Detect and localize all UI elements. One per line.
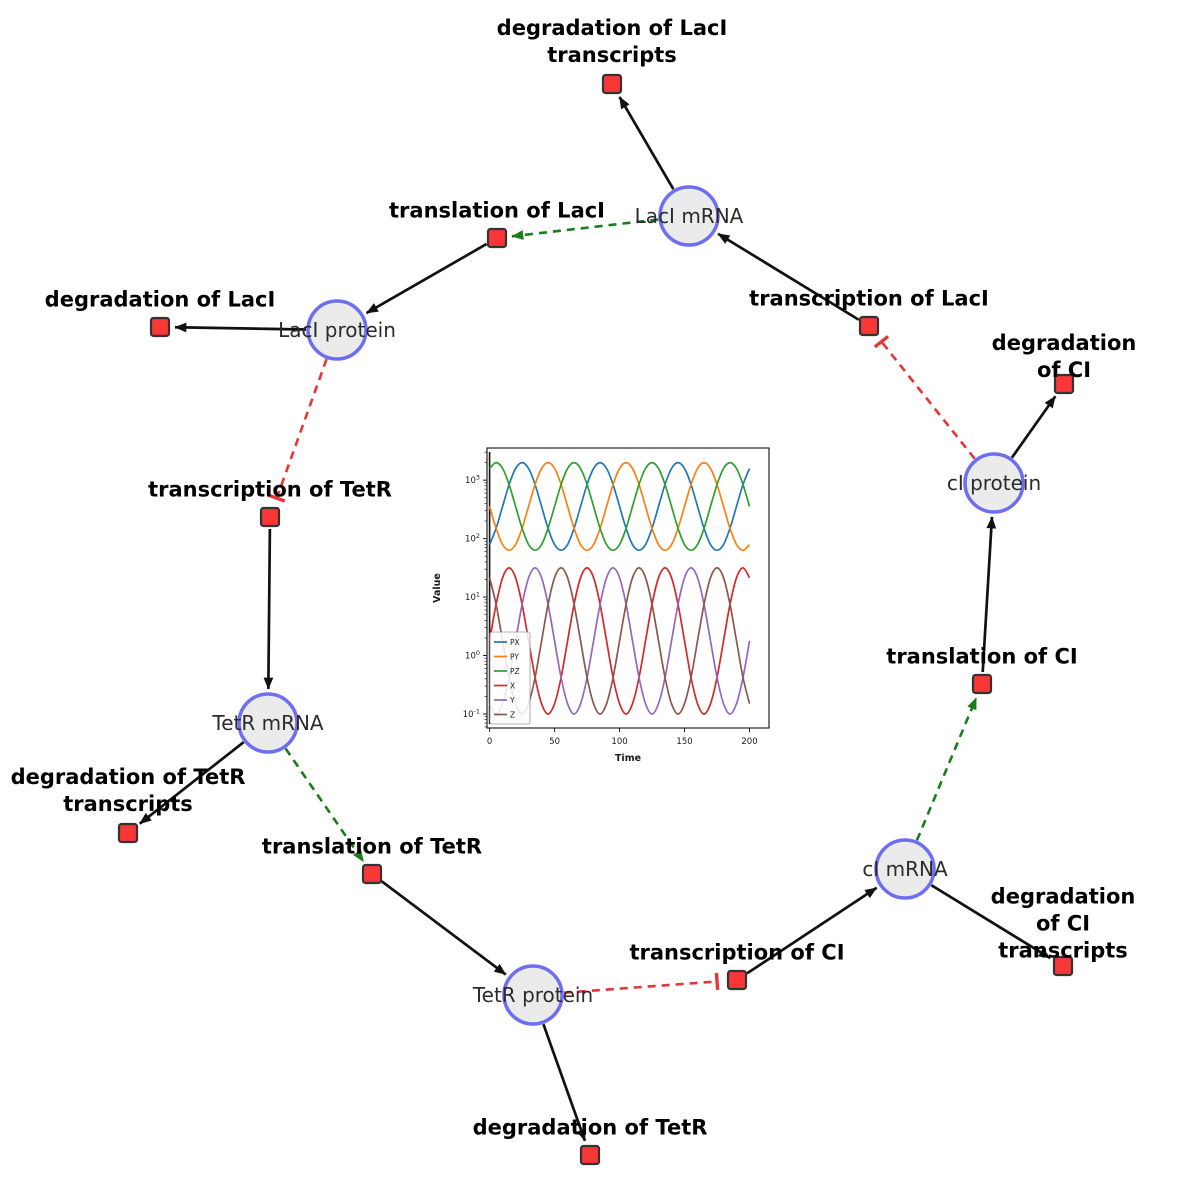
edge-inhibitor-laci_protein-to-transcription_tetr — [268, 358, 328, 503]
series-PZ — [488, 461, 751, 552]
svg-text:102: 102 — [465, 532, 480, 545]
legend-entry-X: X — [510, 681, 515, 690]
series-PY — [488, 461, 751, 552]
species-node-ci_protein — [963, 452, 1025, 514]
edge-product-transcription_ci-to-ci_mrna — [746, 886, 878, 975]
edge-product-translation_ci-to-ci_protein — [981, 516, 997, 673]
edge-reactant-laci_protein-to-deg_laci — [174, 322, 307, 333]
reaction-node-deg_tetr_transcripts — [117, 822, 139, 844]
edge-inhibitor-ci_protein-to-transcription_laci — [873, 335, 976, 460]
edge-modifier-ci_mrna-to-translation_ci — [915, 697, 978, 841]
legend-entry-Z: Z — [510, 710, 515, 719]
reaction-node-transcription_laci — [858, 315, 880, 337]
species-node-ci_mrna — [874, 838, 936, 900]
reaction-node-deg_laci — [149, 316, 171, 338]
svg-text:200: 200 — [741, 737, 757, 747]
reaction-node-translation_tetr — [361, 863, 383, 885]
reaction-node-deg_ci_transcripts — [1052, 955, 1074, 977]
reaction-node-deg_laci_transcripts — [601, 73, 623, 95]
species-node-tetr_mrna — [237, 692, 299, 754]
svg-text:101: 101 — [465, 591, 480, 604]
svg-text:50: 50 — [549, 737, 560, 747]
edge-reactant-tetr_mrna-to-deg_tetr_transcripts — [138, 741, 245, 825]
svg-text:103: 103 — [465, 474, 480, 487]
series-lines — [488, 461, 751, 715]
legend-entry-PY: PY — [510, 652, 519, 661]
reaction-node-deg_ci — [1053, 373, 1075, 395]
edge-product-transcription_laci-to-laci_mrna — [717, 232, 860, 321]
svg-text:10-1: 10-1 — [463, 707, 480, 720]
reaction-node-translation_laci — [486, 227, 508, 249]
series-Y — [488, 567, 751, 715]
edge-reactant-ci_mrna-to-deg_ci_transcripts — [930, 884, 1051, 960]
legend: PX PY PZ XYZ — [489, 631, 531, 725]
series-PX — [488, 461, 751, 552]
species-node-tetr_protein — [502, 964, 564, 1026]
edge-modifier-tetr_mrna-to-translation_tetr — [284, 747, 365, 863]
edge-modifier-laci_mrna-to-translation_laci — [511, 218, 659, 240]
y-axis-label: Value — [432, 573, 443, 603]
edge-product-translation_laci-to-laci_protein — [365, 242, 488, 315]
svg-text:100: 100 — [611, 737, 627, 747]
species-node-laci_protein — [306, 299, 368, 361]
reaction-node-transcription_tetr — [259, 506, 281, 528]
svg-text:150: 150 — [676, 737, 692, 747]
svg-text:0: 0 — [487, 737, 492, 747]
species-node-laci_mrna — [658, 185, 720, 247]
edge-product-transcription_tetr-to-tetr_mrna — [263, 528, 274, 690]
series-X — [488, 567, 751, 715]
edge-reactant-laci_mrna-to-deg_laci_transcripts — [618, 96, 675, 190]
edge-reactant-ci_protein-to-deg_ci — [1010, 395, 1057, 459]
series-Z — [488, 567, 751, 715]
reaction-node-transcription_ci — [726, 969, 748, 991]
x-axis-label: Time — [615, 753, 641, 764]
edge-inhibitor-tetr_protein-to-transcription_ci — [563, 972, 720, 995]
legend-entry-PZ: PZ — [510, 667, 520, 676]
edge-reactant-tetr_protein-to-deg_tetr — [542, 1023, 587, 1142]
svg-text:100: 100 — [465, 649, 480, 662]
reaction-node-translation_ci — [971, 673, 993, 695]
legend-entry-PX: PX — [510, 638, 520, 647]
edge-product-translation_tetr-to-tetr_protein — [380, 880, 507, 976]
legend-entry-Y: Y — [509, 696, 515, 705]
reaction-node-deg_tetr — [579, 1144, 601, 1166]
